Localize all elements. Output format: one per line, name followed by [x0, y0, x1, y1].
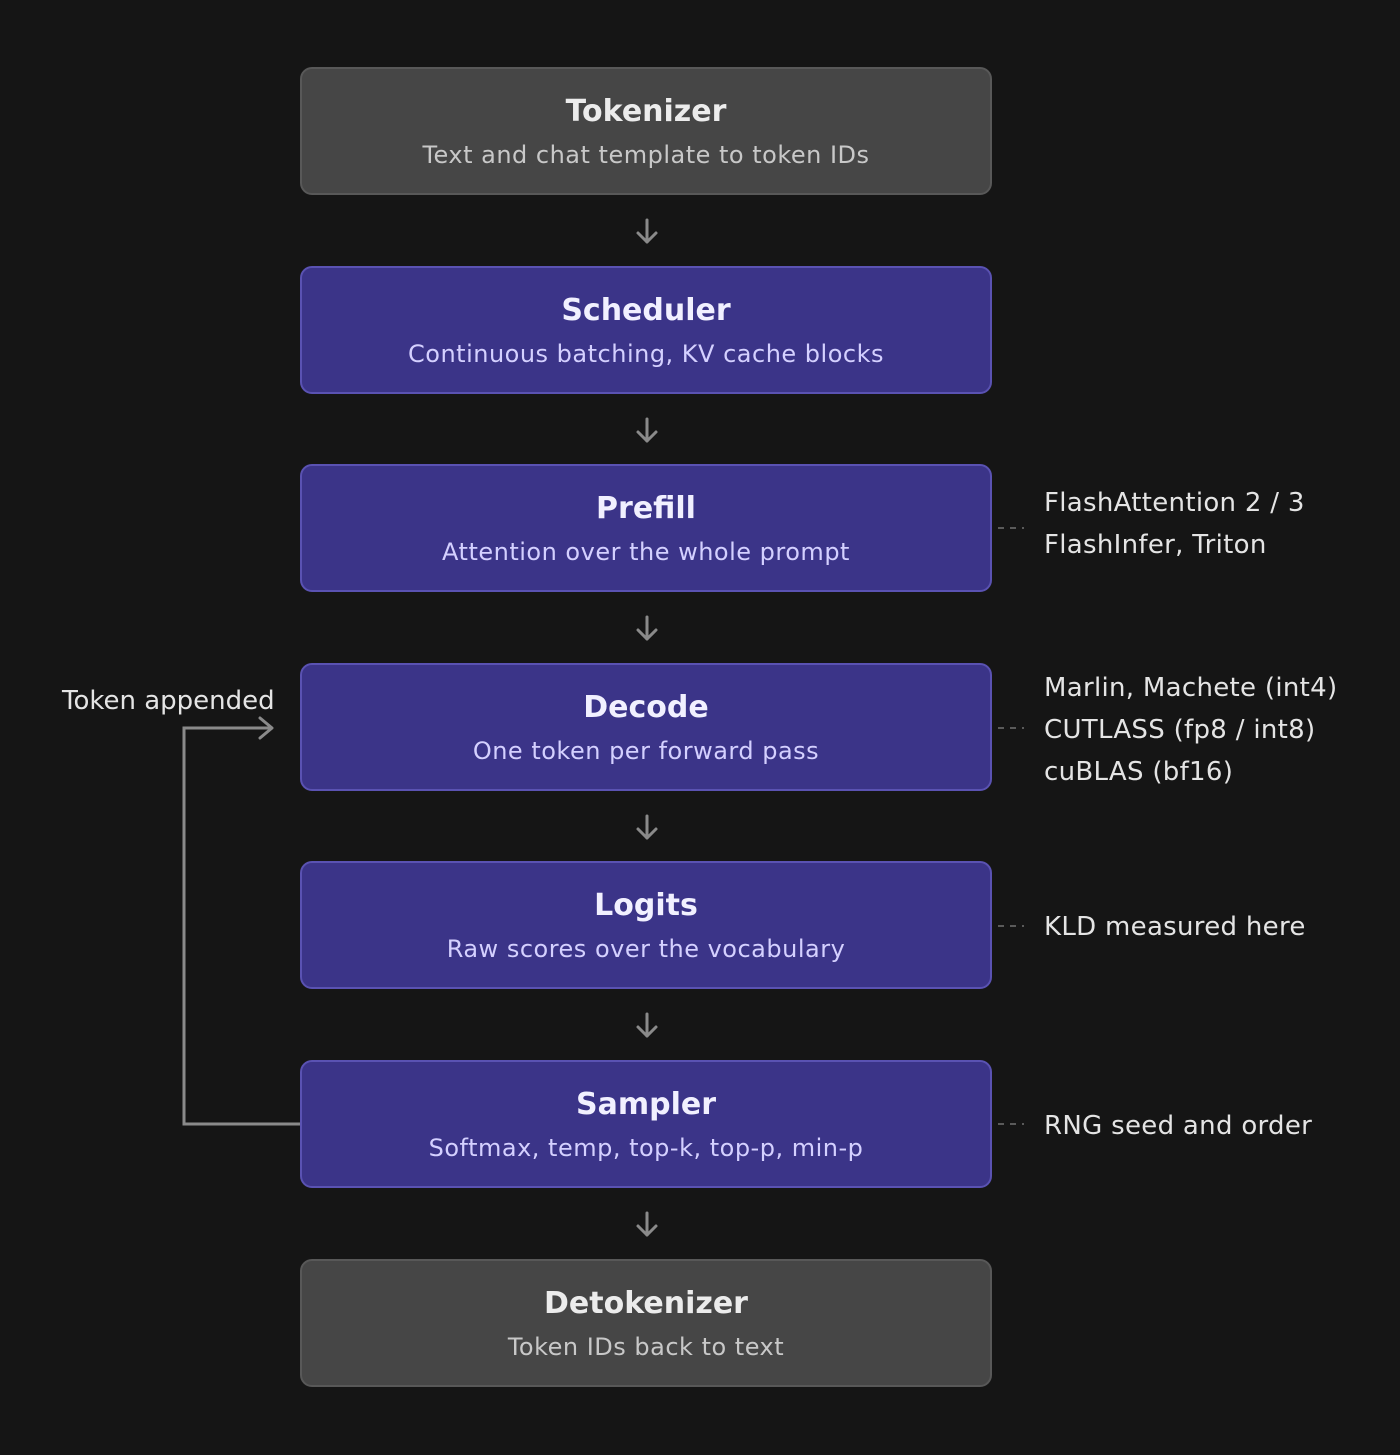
down-arrow-1 [636, 218, 658, 244]
annotation-sampler: RNG seed and order [1044, 1105, 1312, 1147]
stage-scheduler: Scheduler Continuous batching, KV cache … [300, 266, 992, 394]
annotation-logits: KLD measured here [1044, 906, 1306, 948]
annotation-line: FlashInfer, Triton [1044, 530, 1267, 560]
down-arrow-6 [636, 1211, 658, 1237]
stage-tokenizer: Tokenizer Text and chat template to toke… [300, 67, 992, 195]
stage-title: Prefill [596, 491, 696, 526]
down-arrow-3 [636, 615, 658, 641]
down-arrow-4 [636, 814, 658, 840]
stage-title: Detokenizer [544, 1286, 748, 1321]
stage-title: Sampler [575, 1087, 716, 1122]
stage-subtitle: Token IDs back to text [507, 1333, 785, 1361]
stage-title: Tokenizer [565, 94, 727, 129]
stage-subtitle: One token per forward pass [472, 737, 820, 765]
stage-prefill: Prefill Attention over the whole prompt [300, 464, 992, 592]
down-arrow-2 [636, 417, 658, 443]
stage-decode: Decode One token per forward pass [300, 663, 992, 791]
stage-sampler: Sampler Softmax, temp, top-k, top-p, min… [300, 1060, 992, 1188]
annotation-line: Marlin, Machete (int4) [1044, 673, 1338, 703]
stage-subtitle: Attention over the whole prompt [442, 538, 850, 566]
stage-subtitle: Softmax, temp, top-k, top-p, min-p [428, 1134, 864, 1162]
stage-subtitle: Continuous batching, KV cache blocks [408, 340, 884, 368]
annotation-line: KLD measured here [1044, 912, 1306, 942]
stage-title: Decode [583, 690, 709, 725]
annotation-line: cuBLAS (bf16) [1044, 757, 1234, 787]
feedback-loop-line [182, 726, 300, 1126]
annotation-line: FlashAttention 2 / 3 [1044, 488, 1305, 518]
stage-detokenizer: Detokenizer Token IDs back to text [300, 1259, 992, 1387]
annotation-prefill: FlashAttention 2 / 3 FlashInfer, Triton [1044, 482, 1305, 566]
stage-subtitle: Text and chat template to token IDs [422, 141, 870, 169]
feedback-loop-arrowhead [258, 716, 274, 740]
down-arrow-5 [636, 1012, 658, 1038]
stage-title: Scheduler [561, 293, 731, 328]
annotation-line: RNG seed and order [1044, 1111, 1313, 1141]
annotation-line: CUTLASS (fp8 / int8) [1044, 715, 1316, 745]
loop-label: Token appended [62, 686, 275, 716]
stage-logits: Logits Raw scores over the vocabulary [300, 861, 992, 989]
annotation-decode: Marlin, Machete (int4) CUTLASS (fp8 / in… [1044, 667, 1337, 793]
stage-subtitle: Raw scores over the vocabulary [446, 935, 846, 963]
stage-title: Logits [594, 888, 698, 923]
